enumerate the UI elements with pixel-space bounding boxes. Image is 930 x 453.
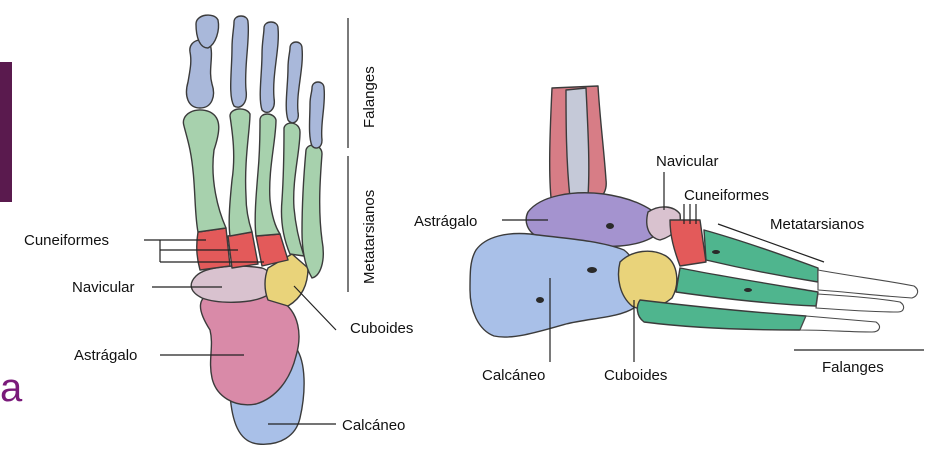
phalanx-2-dorsal	[231, 16, 249, 107]
cuneiforms-bone-lateral	[670, 220, 706, 266]
ligament-spot	[606, 223, 614, 229]
phalanx-4-dorsal	[286, 42, 302, 123]
label-calcaneo-lateral: Calcáneo	[482, 367, 545, 384]
metatarsal-5-dorsal	[302, 145, 323, 278]
label-cuneiformes-dorsal: Cuneiformes	[24, 232, 109, 249]
ligament-spot	[744, 288, 752, 292]
metatarsals-lateral-upper	[704, 230, 818, 282]
ligament-spot	[587, 267, 597, 273]
label-cuboides-lateral: Cuboides	[604, 367, 667, 384]
metatarsal-1-dorsal	[183, 110, 226, 232]
ligament-spot	[712, 250, 720, 254]
cuboid-bone-lateral	[619, 251, 677, 309]
label-astragalo-lateral: Astrágalo	[414, 213, 477, 230]
phalanges-lateral-c	[800, 316, 879, 332]
metatarsal-3-dorsal	[255, 114, 280, 236]
ligament-spot	[536, 297, 544, 303]
label-falanges-vertical: Falanges	[361, 66, 378, 128]
metatarsal-2-dorsal	[229, 109, 252, 236]
lateral-foot-view: Navicular Cuneiformes Metatarsianos Astr…	[414, 86, 924, 384]
cuneiform-lateral-dorsal	[256, 234, 288, 266]
label-cuneiformes-lateral: Cuneiformes	[684, 187, 769, 204]
cuboides-leader	[294, 286, 336, 330]
phalanx-3-dorsal	[260, 22, 278, 112]
label-calcaneo-dorsal: Calcáneo	[342, 417, 405, 434]
label-navicular-dorsal: Navicular	[72, 279, 135, 296]
metatarsal-4-dorsal	[281, 123, 304, 256]
label-metatarsianos-vertical: Metatarsianos	[361, 190, 378, 284]
label-metatarsianos-lateral: Metatarsianos	[770, 216, 864, 233]
label-falanges-lateral: Falanges	[822, 359, 884, 376]
label-navicular-lateral: Navicular	[656, 153, 719, 170]
fibula-bone-lateral	[566, 88, 589, 198]
phalanx-1-dorsal	[187, 40, 214, 108]
phalanx-5-dorsal	[310, 82, 325, 148]
dorsal-foot-view: Cuneiformes Navicular Astrágalo Cuboides…	[24, 15, 413, 444]
phalanx-1-tip-dorsal	[196, 15, 219, 48]
navicular-bone-dorsal	[191, 266, 272, 302]
label-cuboides-dorsal: Cuboides	[350, 320, 413, 337]
calcaneus-bone-lateral	[470, 234, 639, 338]
phalanges-lateral-a	[818, 270, 918, 298]
cuneiform-medial-dorsal	[197, 228, 230, 270]
label-astragalo-dorsal: Astrágalo	[74, 347, 137, 364]
